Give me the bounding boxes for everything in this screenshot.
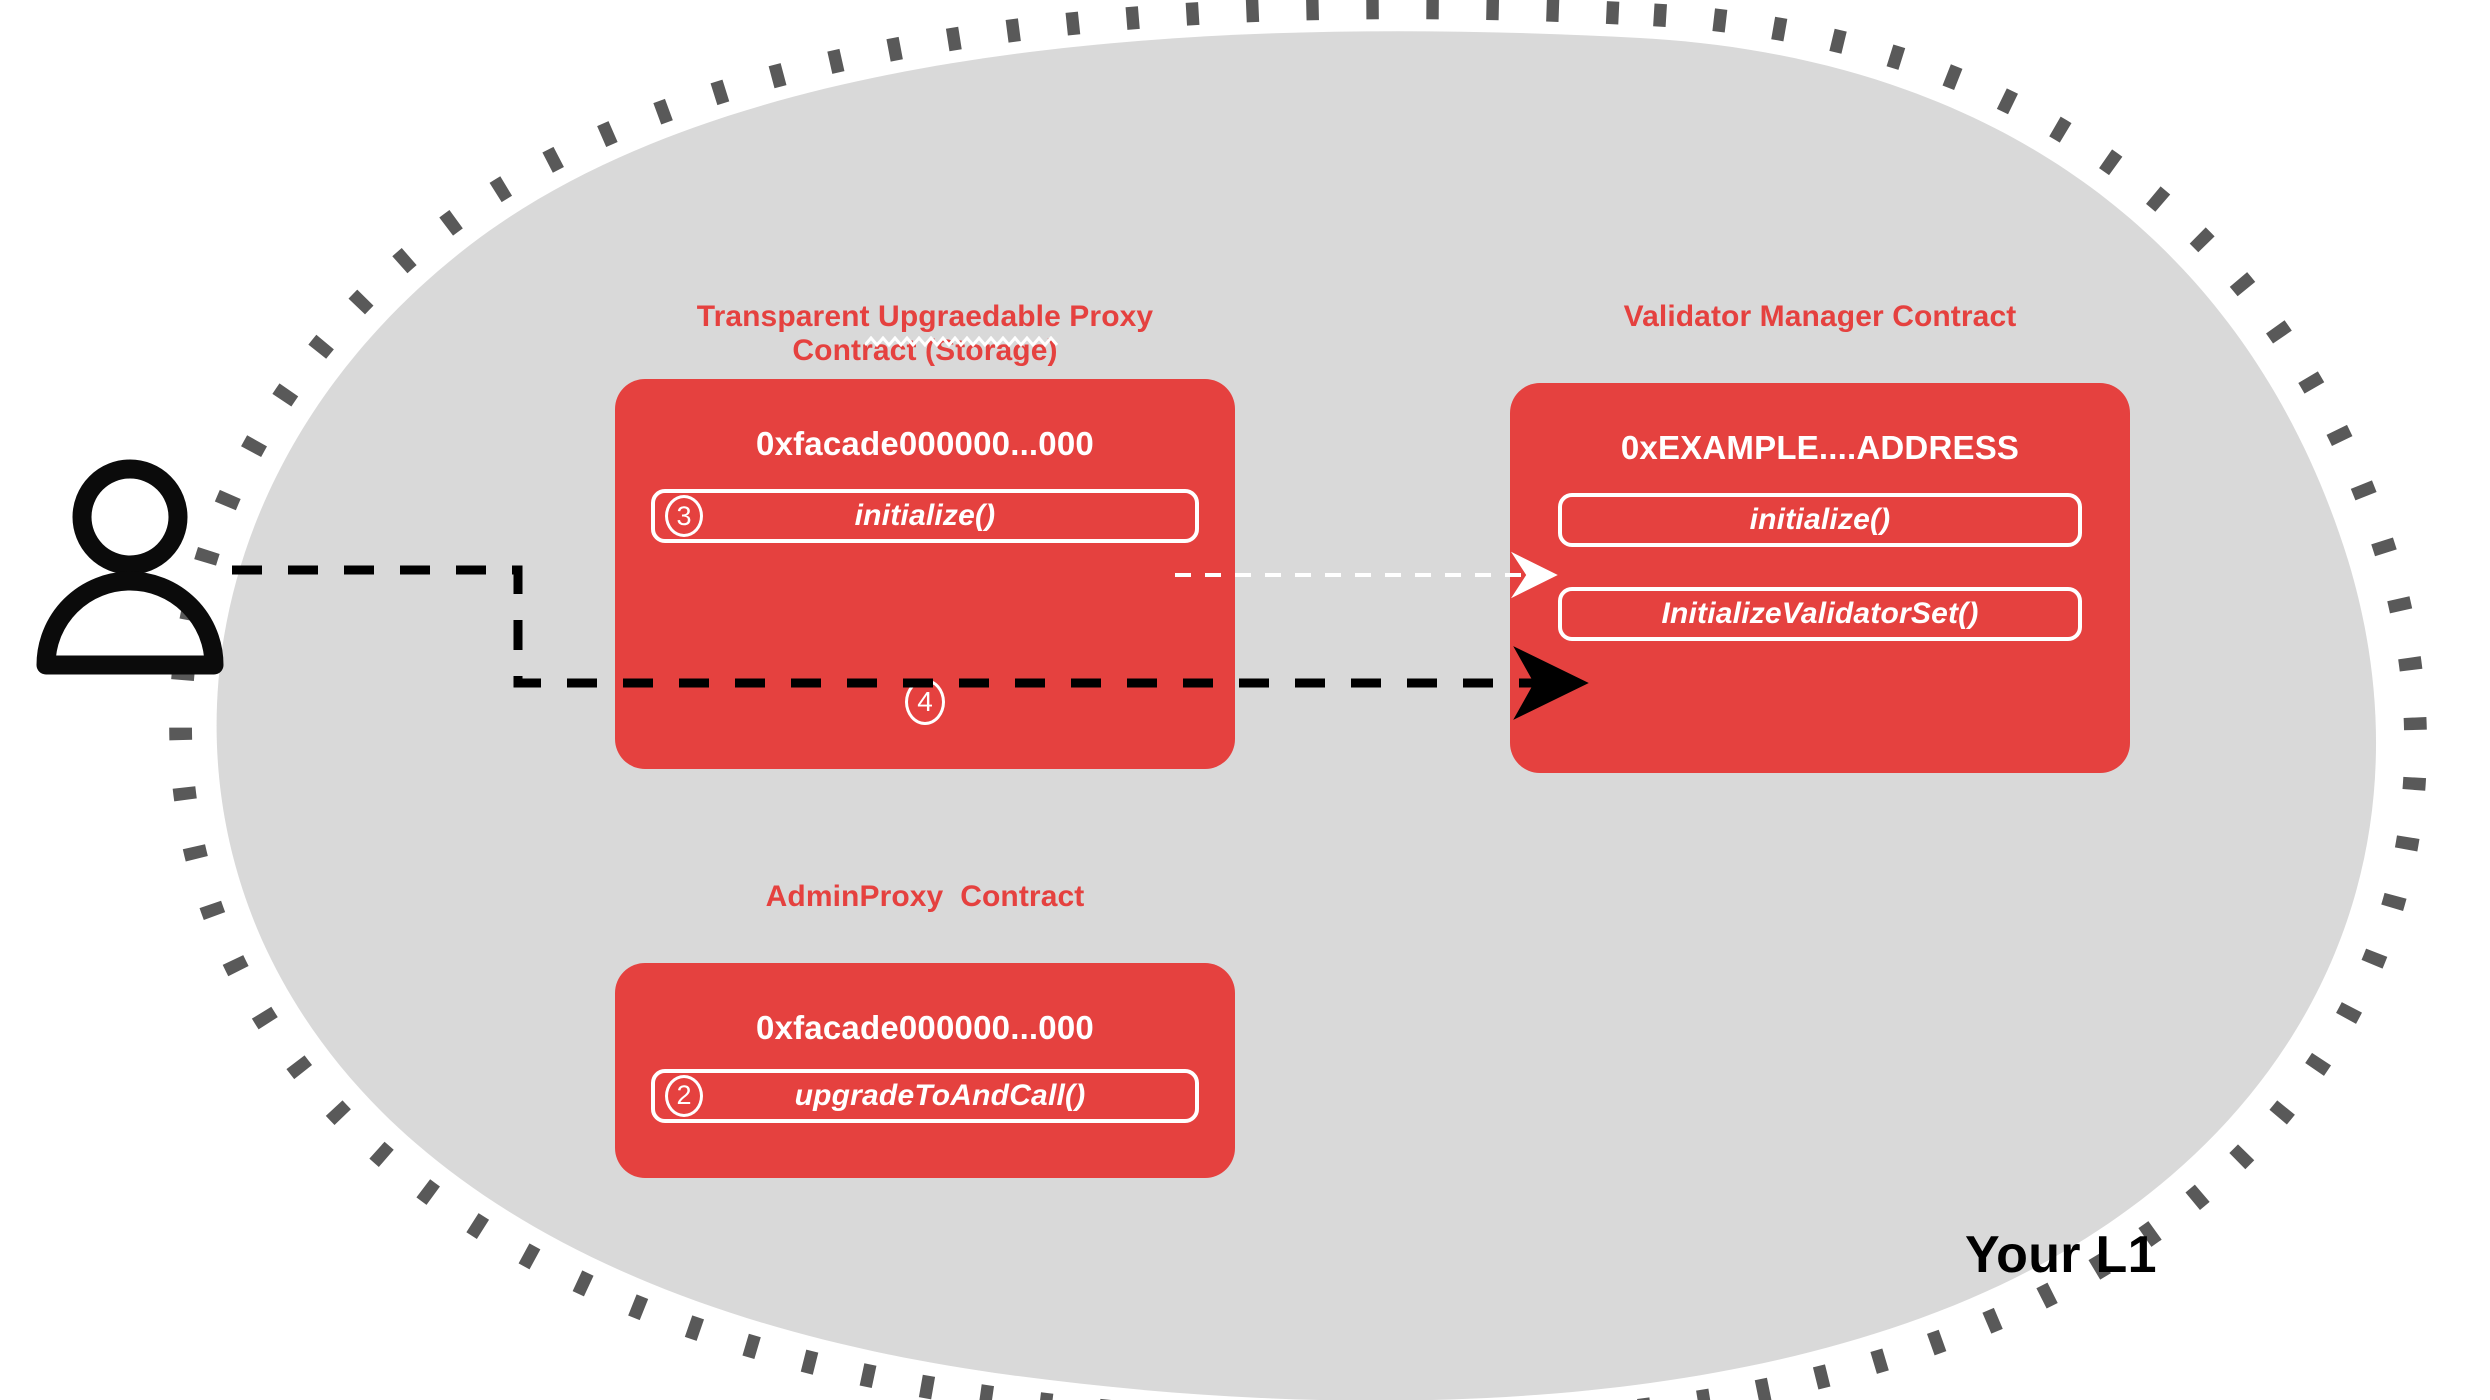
- contract-admin-proxy[interactable]: AdminProxy Contract 0xfacade000000...000…: [615, 880, 1235, 1178]
- contract-address: 0xfacade000000...000: [756, 1008, 1094, 1046]
- region-label-your-l1: Your L1: [1965, 1226, 2157, 1284]
- function-label: upgradeToAndCall(): [794, 1078, 1086, 1112]
- contract-title: Validator Manager Contract: [1623, 300, 2017, 333]
- function-initialize-validator-set[interactable]: InitializeValidatorSet(): [1558, 586, 2082, 641]
- function-label: initialize(): [854, 499, 996, 533]
- function-list: 3 initialize(): [615, 489, 1235, 544]
- function-initialize[interactable]: initialize(): [1558, 492, 2082, 547]
- function-list: initialize() InitializeValidatorSet(): [1510, 492, 2130, 641]
- step-badge-4: 4: [905, 679, 945, 726]
- function-label: InitializeValidatorSet(): [1661, 596, 1979, 630]
- step-badge-3: 3: [665, 495, 703, 538]
- function-initialize[interactable]: 3 initialize(): [651, 489, 1199, 544]
- contract-box[interactable]: 0xfacade000000...000 2 upgradeToAndCall(…: [615, 962, 1235, 1178]
- contract-validator-manager[interactable]: Validator Manager Contract 0xEXAMPLE....…: [1510, 300, 2130, 773]
- contract-box[interactable]: 0xfacade000000...000 3 initialize() 4: [615, 379, 1235, 770]
- function-upgrade-to-and-call[interactable]: 2 upgradeToAndCall(): [651, 1068, 1199, 1123]
- step-badge-2: 2: [665, 1074, 703, 1117]
- contract-title: Transparent Upgraedable Proxy Contract (…: [696, 300, 1154, 367]
- contract-transparent-upgradeable-proxy[interactable]: Transparent Upgraedable Proxy Contract (…: [615, 300, 1235, 770]
- function-list: 2 upgradeToAndCall(): [615, 1068, 1235, 1123]
- function-label: initialize(): [1749, 502, 1891, 536]
- contract-title: AdminProxy Contract: [765, 880, 1085, 913]
- contract-address: 0xfacade000000...000: [756, 425, 1094, 463]
- person-icon: [36, 459, 224, 675]
- contract-address: 0xEXAMPLE....ADDRESS: [1620, 428, 2020, 466]
- contract-box[interactable]: 0xEXAMPLE....ADDRESS initialize() Initia…: [1510, 382, 2130, 773]
